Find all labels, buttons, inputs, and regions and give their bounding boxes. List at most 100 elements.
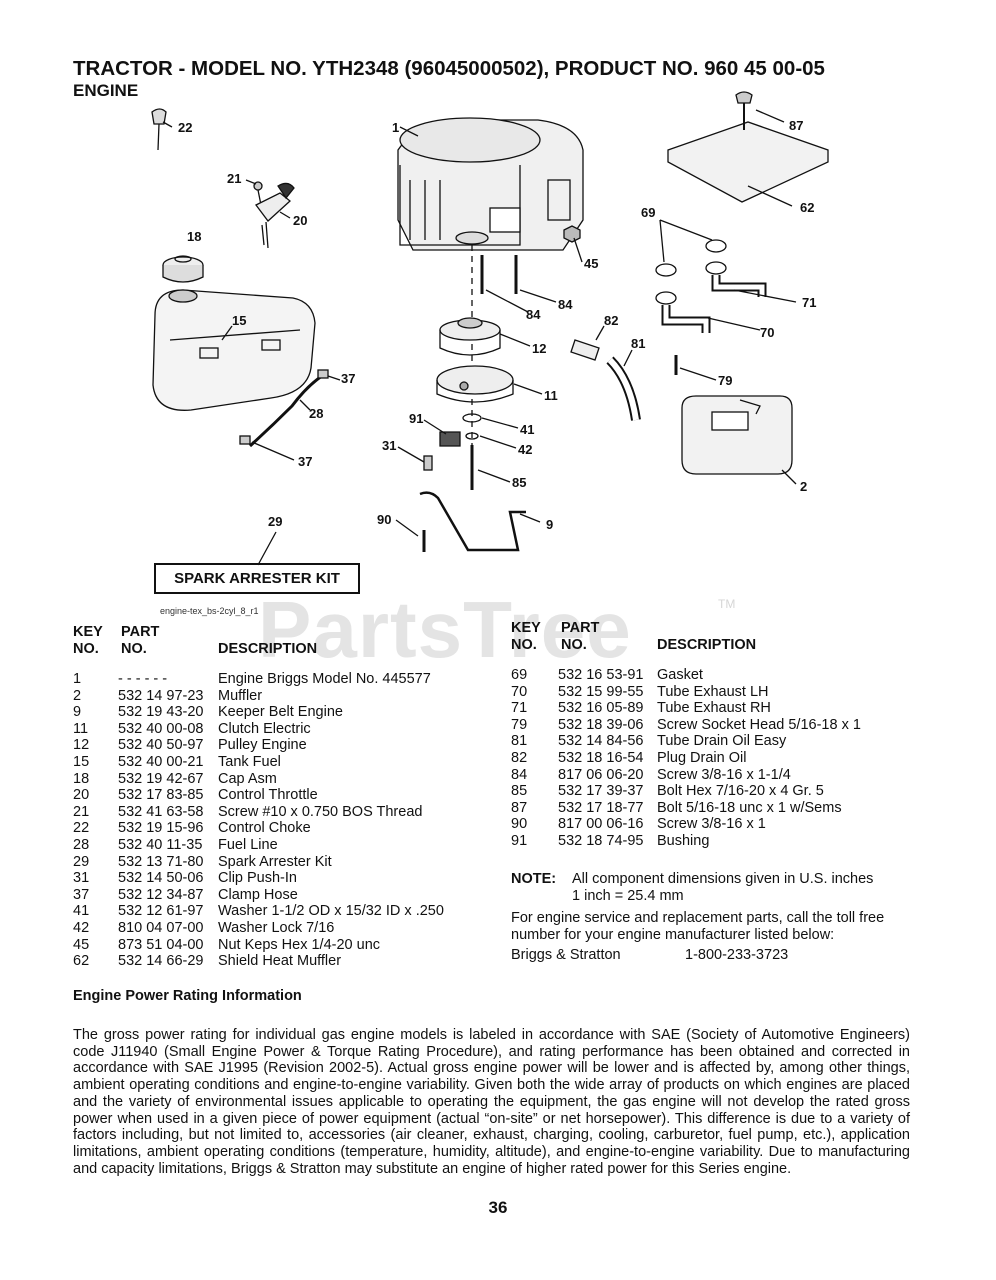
part-key: 11	[73, 720, 89, 737]
callout-28: 28	[309, 406, 323, 421]
part-key: 62	[73, 953, 90, 970]
part-key: 81	[511, 733, 528, 750]
parts-table-header: KEY NO. PART NO. DESCRIPTION	[73, 624, 493, 662]
callout-84a: 84	[558, 297, 573, 312]
col-description: DESCRIPTION	[657, 637, 757, 653]
page-number: 36	[488, 1198, 508, 1217]
callout-87: 87	[789, 118, 803, 133]
callout-18: 18	[187, 229, 201, 244]
part-number: 532 16 53-91	[558, 667, 644, 683]
part-key: 20	[73, 787, 90, 804]
part-number: 532 12 61-97	[118, 903, 204, 920]
table-row: 42 810 04 07-00 Washer Lock 7/16	[73, 920, 493, 937]
callout-62: 62	[800, 200, 814, 215]
part-key: 28	[73, 836, 90, 853]
watermark: PartsTree	[258, 585, 632, 674]
callout-70: 70	[760, 325, 774, 340]
page-title: TRACTOR - MODEL NO. YTH2348 (96045000502…	[73, 57, 825, 80]
part-number: 532 40 11-35	[118, 836, 203, 853]
part-number: 810 04 07-00	[118, 919, 204, 936]
table-row: 1- - - - - -Engine Briggs Model No. 4455…	[73, 671, 493, 688]
col-key-line1: KEY	[511, 620, 541, 636]
callout-85: 85	[512, 475, 526, 490]
figure-reference: engine-tex_bs-2cyl_8_r1	[160, 606, 259, 616]
col-key-line2: NO.	[511, 637, 537, 653]
part-key: 90	[511, 816, 528, 833]
part-number: 817 00 06-16	[558, 816, 644, 833]
part-key: 9	[73, 704, 82, 721]
part-number: 532 41 63-58	[118, 803, 204, 820]
callout-69: 69	[641, 205, 655, 220]
callout-20: 20	[293, 213, 307, 228]
part-key: 42	[73, 919, 90, 936]
callout-90: 90	[377, 512, 391, 527]
callout-42: 42	[518, 442, 532, 457]
fuel-cap-drawing	[162, 255, 204, 283]
table-row: 2 532 14 97-23 Muffler	[73, 688, 493, 705]
note-label: NOTE:	[511, 871, 557, 887]
parts-table-header-right: KEY NO. PART NO. DESCRIPTION	[511, 620, 931, 658]
part-key: 45	[73, 936, 90, 953]
callout-37b: 37	[298, 454, 312, 469]
part-number: 532 14 50-06	[118, 870, 204, 887]
part-description: Bolt Hex 7/16-20 x 4 Gr. 5	[657, 783, 824, 800]
part-number: 532 14 97-23	[118, 687, 204, 704]
part-number: 532 17 18-77	[558, 799, 644, 816]
callout-71: 71	[802, 295, 816, 310]
col-key-line1: KEY	[73, 624, 103, 640]
section-title: ENGINE	[73, 81, 139, 100]
part-key: 18	[73, 770, 90, 787]
part-description: Muffler	[218, 687, 263, 704]
part-description: Keeper Belt Engine	[218, 704, 343, 721]
part-key: 79	[511, 716, 528, 733]
note-line2: 1 inch = 25.4 mm	[572, 888, 684, 904]
part-description: Screw #10 x 0.750 BOS Thread	[218, 803, 423, 820]
part-description: Pulley Engine	[218, 737, 307, 754]
part-key: 70	[511, 683, 528, 700]
col-part-line1: PART	[121, 624, 160, 640]
engine-exploded-diagram: 22 1 87 21 20 62 18 69 45 71 15 84 84 82…	[151, 91, 829, 566]
manufacturer-name: Briggs & Stratton	[511, 947, 621, 963]
part-key: 22	[73, 820, 90, 837]
part-key: 2	[73, 687, 82, 704]
col-description: DESCRIPTION	[218, 641, 318, 657]
callout-22: 22	[178, 120, 192, 135]
col-part-line2: NO.	[121, 641, 147, 657]
power-rating-heading: Engine Power Rating Information	[73, 988, 302, 1004]
part-number: 817 06 06-20	[558, 766, 644, 783]
watermark-tm: TM	[718, 597, 736, 611]
part-number: 532 18 16-54	[558, 749, 644, 766]
part-key: 91	[511, 832, 528, 849]
table-row: 28 532 40 11-35 Fuel Line	[73, 837, 493, 854]
part-key: 82	[511, 749, 528, 766]
fuel-tank-drawing	[152, 289, 316, 411]
callout-82: 82	[604, 313, 618, 328]
power-rating-body: The gross power rating for individual ga…	[73, 1027, 910, 1177]
part-number: 532 18 39-06	[558, 716, 644, 733]
part-key: 15	[73, 753, 90, 770]
callout-37a: 37	[341, 371, 355, 386]
callout-9: 9	[546, 517, 553, 532]
callout-41: 41	[520, 422, 534, 437]
col-part-line2: NO.	[561, 637, 587, 653]
part-description: Tube Exhaust RH	[657, 700, 771, 717]
col-key-line2: NO.	[73, 641, 99, 657]
callout-31: 31	[382, 438, 396, 453]
part-description: Washer Lock 7/16	[218, 919, 335, 936]
part-description: Clutch Electric	[218, 720, 311, 737]
part-description: Fuel Line	[218, 836, 278, 853]
part-description: Nut Keps Hex 1/4-20 unc	[218, 936, 381, 953]
part-description: Bushing	[657, 832, 710, 849]
part-number: - - - - - -	[118, 671, 168, 687]
part-key: 31	[73, 870, 90, 887]
part-number: 532 17 83-85	[118, 787, 204, 804]
part-description: Gasket	[657, 667, 703, 683]
